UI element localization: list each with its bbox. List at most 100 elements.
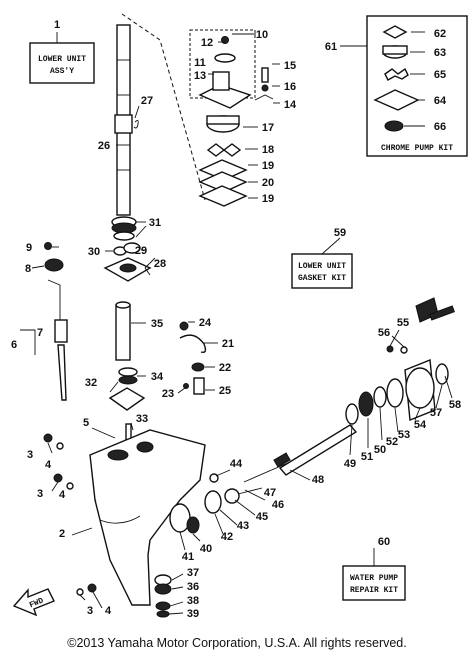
callout-12: 12 xyxy=(201,37,213,49)
callout-3b: 3 xyxy=(37,488,43,500)
callout-55: 55 xyxy=(397,317,409,329)
callout-62: 62 xyxy=(434,28,446,40)
callout-53: 53 xyxy=(398,429,410,441)
callout-3a: 3 xyxy=(27,449,33,461)
cover-plate xyxy=(108,387,146,443)
callout-49: 49 xyxy=(344,458,356,470)
chrome-pump-kit-box: CHROME PUMP KIT xyxy=(366,15,468,157)
callout-17: 17 xyxy=(262,122,274,134)
callout-48: 48 xyxy=(312,474,324,486)
gasket-kit-label-line1: LOWER UNIT xyxy=(298,262,346,271)
callout-22: 22 xyxy=(219,362,231,374)
shift-rod xyxy=(20,279,68,401)
callout-41: 41 xyxy=(182,551,194,563)
leader-lines xyxy=(31,31,453,615)
callout-23: 23 xyxy=(162,388,174,400)
propeller-side-parts xyxy=(345,297,455,425)
callout-21: 21 xyxy=(222,338,234,350)
callout-56: 56 xyxy=(378,327,390,339)
callout-46: 46 xyxy=(272,499,284,511)
callout-4b: 4 xyxy=(59,489,66,501)
callout-34: 34 xyxy=(151,371,164,383)
callout-25: 25 xyxy=(219,385,231,397)
callout-40: 40 xyxy=(200,543,212,555)
callouts: 1 2 3 3 3 4 4 4 5 6 7 8 9 10 11 12 13 14… xyxy=(11,19,461,620)
callout-24: 24 xyxy=(199,317,212,329)
callout-45: 45 xyxy=(256,511,268,523)
propeller-shaft xyxy=(243,424,358,483)
callout-9: 9 xyxy=(26,242,32,254)
water-tube xyxy=(115,301,138,385)
gasket-kit-label-line2: GASKET KIT xyxy=(298,274,346,283)
callout-3c: 3 xyxy=(87,605,93,617)
callout-64: 64 xyxy=(434,95,447,107)
callout-54: 54 xyxy=(414,419,427,431)
callout-66: 66 xyxy=(434,121,446,133)
callout-18: 18 xyxy=(262,144,274,156)
callout-2: 2 xyxy=(59,528,65,540)
callout-42: 42 xyxy=(221,531,233,543)
callout-37: 37 xyxy=(187,567,199,579)
callout-65: 65 xyxy=(434,69,446,81)
callout-20: 20 xyxy=(262,177,274,189)
callout-13: 13 xyxy=(194,70,206,82)
callout-33: 33 xyxy=(136,413,148,425)
callout-6: 6 xyxy=(11,339,17,351)
bolts-and-washers xyxy=(43,433,97,596)
callout-14: 14 xyxy=(284,99,297,111)
callout-15: 15 xyxy=(284,60,296,72)
lower-unit-casing xyxy=(89,429,206,606)
water-pump-kit-label-line1: WATER PUMP xyxy=(350,574,398,583)
drive-shaft-bushings xyxy=(111,216,137,241)
callout-57: 57 xyxy=(430,407,442,419)
water-pump-stack xyxy=(189,29,274,207)
callout-29: 29 xyxy=(135,245,147,257)
chrome-pump-kit-label: CHROME PUMP KIT xyxy=(381,144,453,153)
callout-35: 35 xyxy=(151,318,163,330)
callout-26: 26 xyxy=(98,140,110,152)
callout-52: 52 xyxy=(386,436,398,448)
callout-19b: 19 xyxy=(262,193,274,205)
lower-unit-assy-box: LOWER UNIT ASS'Y xyxy=(29,42,95,84)
water-pump-kit-label-line2: REPAIR KIT xyxy=(350,586,398,595)
callout-27: 27 xyxy=(141,95,153,107)
callout-38: 38 xyxy=(187,595,199,607)
callout-59: 59 xyxy=(334,227,346,239)
callout-16: 16 xyxy=(284,81,296,93)
callout-60: 60 xyxy=(378,536,390,548)
callout-44: 44 xyxy=(230,458,243,470)
chrome-pump-kit-parts xyxy=(373,25,420,132)
callout-19a: 19 xyxy=(262,160,274,172)
callout-10: 10 xyxy=(256,29,268,41)
callout-30: 30 xyxy=(88,246,100,258)
callout-31: 31 xyxy=(149,217,161,229)
callout-51: 51 xyxy=(361,451,373,463)
forward-gear-parts xyxy=(154,473,240,618)
callout-11: 11 xyxy=(194,57,206,69)
callout-61: 61 xyxy=(325,41,337,53)
callout-1: 1 xyxy=(54,19,60,31)
callout-8: 8 xyxy=(25,263,31,275)
callout-5: 5 xyxy=(83,417,89,429)
callout-28: 28 xyxy=(154,258,166,270)
callout-39: 39 xyxy=(187,608,199,620)
lower-unit-assy-label-line1: LOWER UNIT xyxy=(38,55,86,64)
copyright-text: ©2013 Yamaha Motor Corporation, U.S.A. A… xyxy=(67,636,407,650)
callout-4a: 4 xyxy=(45,459,52,471)
exploded-parts-diagram: LOWER UNIT ASS'Y CHROME PUMP KIT LOWER U… xyxy=(11,13,468,620)
water-pipe-parts xyxy=(179,321,207,395)
callout-4c: 4 xyxy=(105,605,112,617)
fwd-arrow-icon: FWD xyxy=(12,588,55,617)
callout-7: 7 xyxy=(37,327,43,339)
lower-unit-assy-label-line2: ASS'Y xyxy=(50,67,74,76)
callout-63: 63 xyxy=(434,47,446,59)
water-pump-repair-kit-box: WATER PUMP REPAIR KIT xyxy=(342,565,406,601)
callout-50: 50 xyxy=(374,444,386,456)
callout-47: 47 xyxy=(264,487,276,499)
mid-parts xyxy=(44,242,152,282)
gasket-kit-box: LOWER UNIT GASKET KIT xyxy=(291,253,353,289)
callout-36: 36 xyxy=(187,581,199,593)
callout-43: 43 xyxy=(237,520,249,532)
callout-58: 58 xyxy=(449,399,461,411)
callout-32: 32 xyxy=(85,377,97,389)
